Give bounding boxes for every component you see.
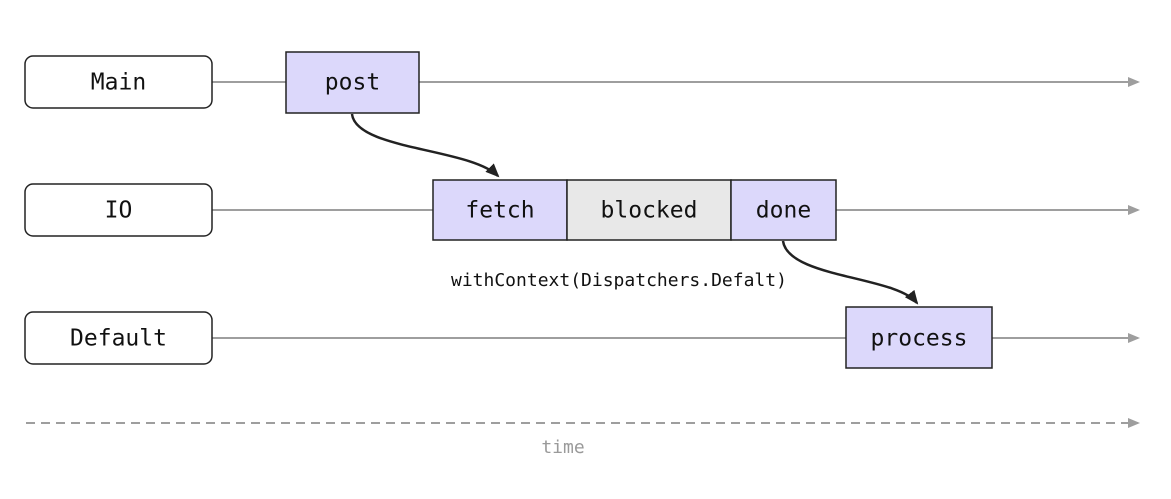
- flow-arrow-post-to-fetch: [350, 113, 500, 178]
- flow-arrow-done-to-process: [781, 240, 919, 305]
- task-blocked-label: blocked: [601, 198, 698, 224]
- task-fetch: fetch: [432, 179, 568, 241]
- time-axis-label: time: [541, 437, 584, 458]
- task-post-label: post: [325, 70, 380, 96]
- lane-label-main-text: Main: [91, 70, 146, 96]
- task-fetch-label: fetch: [465, 198, 534, 224]
- task-blocked: blocked: [566, 179, 732, 241]
- context-switch-annotation: withContext(Dispatchers.Defalt): [451, 270, 787, 291]
- lane-label-default: Default: [24, 311, 213, 365]
- task-done: done: [730, 179, 837, 241]
- task-done-label: done: [756, 198, 811, 224]
- task-process-label: process: [871, 326, 968, 352]
- task-process: process: [845, 306, 993, 369]
- lane-label-main: Main: [24, 55, 213, 109]
- task-post: post: [285, 51, 420, 114]
- lane-label-io-text: IO: [105, 198, 133, 224]
- lane-label-io: IO: [24, 183, 213, 237]
- lane-label-default-text: Default: [70, 326, 167, 352]
